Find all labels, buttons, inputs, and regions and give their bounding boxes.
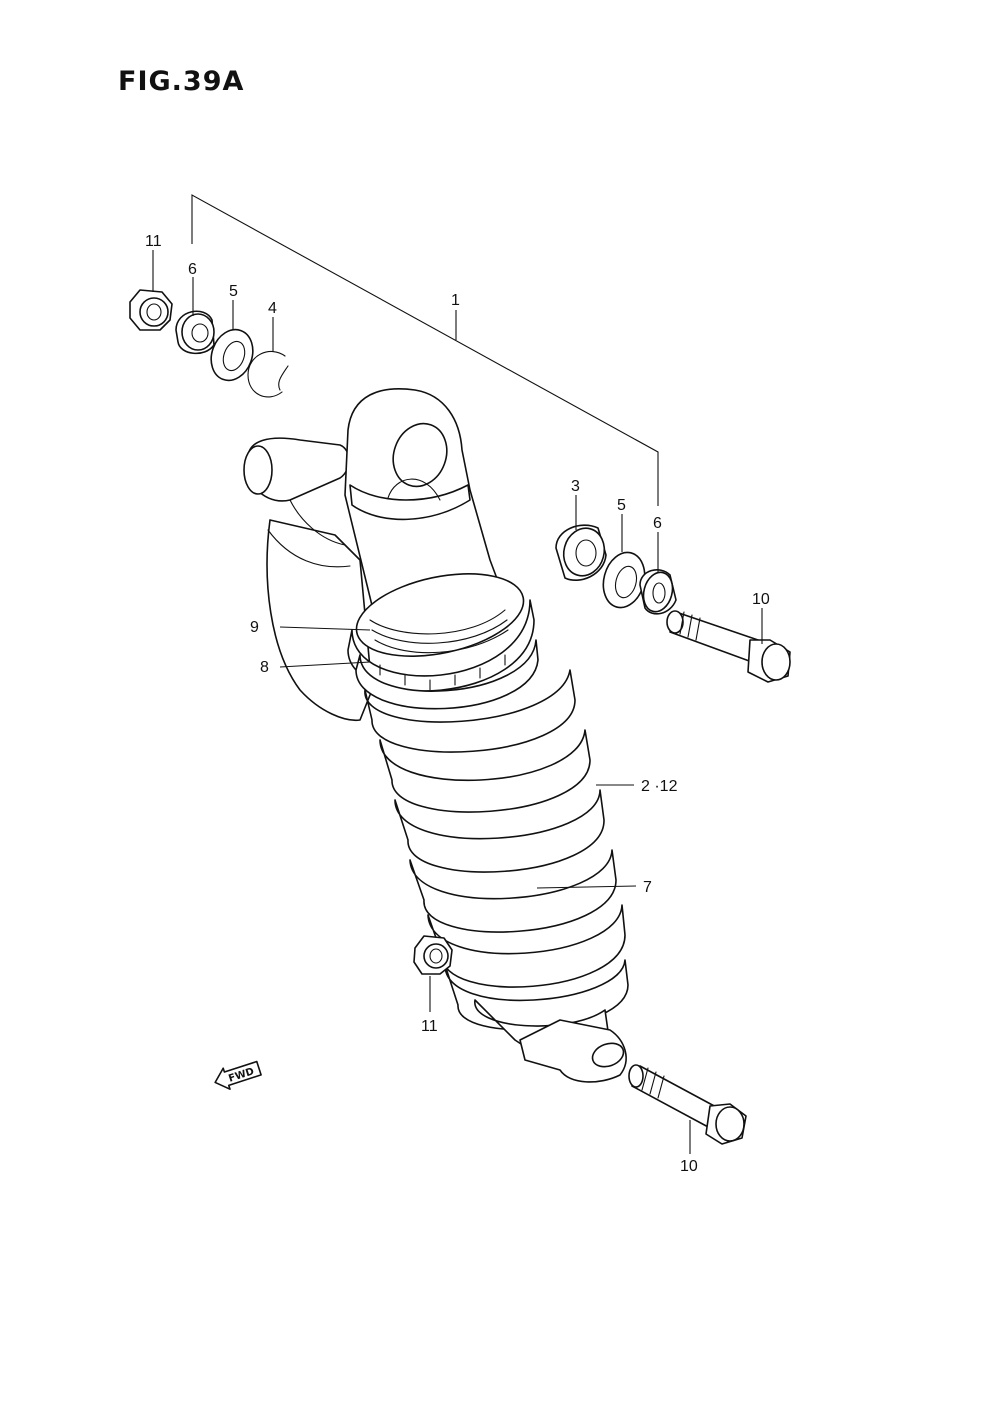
figure-title: FIG.39A [118, 66, 245, 97]
bolt-upper [666, 610, 791, 683]
nut-upper-left [129, 289, 173, 331]
callout-10-lower: 10 [680, 1158, 698, 1175]
callout-6-left: 6 [188, 261, 197, 278]
fwd-arrow-icon: FWD [214, 1060, 262, 1090]
shock-lower-body [474, 999, 627, 1083]
callout-4: 4 [268, 300, 277, 317]
callout-5-left: 5 [229, 283, 238, 300]
bush-right [639, 569, 677, 615]
callout-7: 7 [643, 879, 652, 896]
assembly-bracket [191, 194, 659, 506]
callout-11-upper: 11 [145, 233, 162, 250]
callout-numbers: 11 6 5 4 1 3 5 6 10 9 8 2 ·12 7 11 10 [145, 233, 770, 1175]
bolt-lower [628, 1064, 747, 1145]
nut-lower [413, 935, 453, 975]
callout-9: 9 [250, 619, 259, 636]
bush-upper-left [175, 310, 215, 355]
callout-11-lower: 11 [421, 1018, 438, 1035]
circlip [247, 350, 289, 398]
callout-8: 8 [260, 659, 269, 676]
callout-5-right: 5 [617, 497, 626, 514]
leader-lines [152, 250, 763, 1154]
spring-adjuster [347, 573, 539, 710]
bearing-right [555, 524, 607, 581]
callout-3: 3 [571, 478, 580, 495]
reservoir [243, 437, 373, 722]
callout-6-right: 6 [653, 515, 662, 532]
callout-10-upper: 10 [752, 591, 770, 608]
callout-1: 1 [451, 292, 460, 309]
washer-upper-left [210, 328, 254, 382]
callout-2-12: 2 ·12 [641, 778, 678, 795]
coil-spring [364, 669, 629, 1031]
